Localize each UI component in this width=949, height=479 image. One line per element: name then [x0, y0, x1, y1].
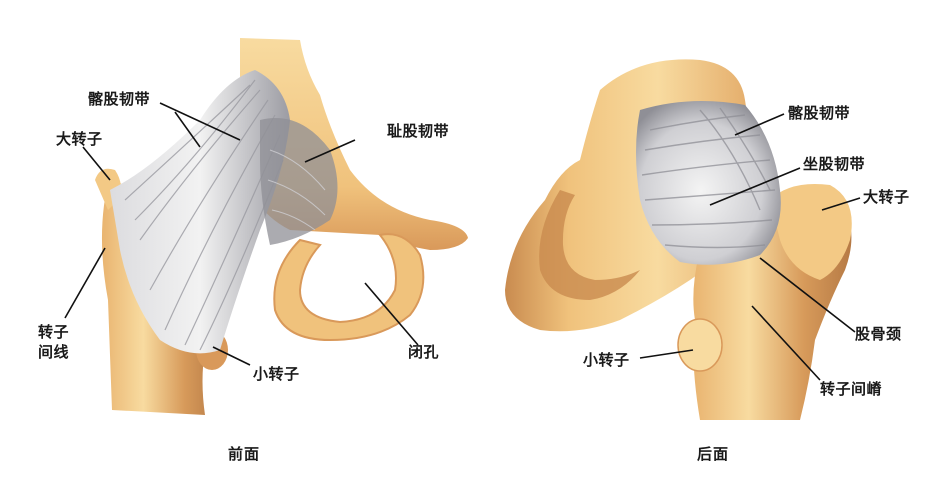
- label-lesser-trochanter-anterior: 小转子: [253, 365, 300, 383]
- anterior-view: [95, 38, 468, 415]
- label-pubofemoral-ligament: 耻股韧带: [387, 122, 450, 140]
- label-ischiofemoral-ligament: 坐股韧带: [803, 155, 866, 173]
- caption-posterior-view: 后面: [697, 445, 730, 463]
- caption-anterior-view: 前面: [228, 445, 261, 463]
- label-intertrochanteric-crest: 转子间嵴: [820, 380, 883, 398]
- pubofemoral-ligament: [260, 118, 338, 245]
- posterior-view: [505, 59, 852, 420]
- ischiofemoral-ligament: [636, 101, 781, 265]
- label-obturator-foramen: 闭孔: [408, 343, 440, 361]
- label-greater-trochanter-posterior: 大转子: [863, 188, 910, 206]
- leader-lines: [64, 102, 861, 381]
- label-lesser-trochanter-posterior: 小转子: [583, 351, 630, 369]
- obturator-ring: [273, 233, 425, 342]
- label-iliofemoral-ligament-posterior: 髂股韧带: [788, 104, 851, 122]
- label-iliofemoral-ligament-anterior: 髂股韧带: [88, 90, 151, 108]
- label-intertrochanteric-line-line1: 转子: [38, 323, 70, 341]
- label-intertrochanteric-line-line2: 间线: [38, 343, 70, 361]
- greater-trochanter-posterior: [770, 184, 852, 280]
- label-femoral-neck: 股骨颈: [855, 325, 902, 343]
- lesser-trochanter-posterior: [677, 318, 723, 372]
- label-greater-trochanter-anterior: 大转子: [56, 130, 103, 148]
- iliofemoral-ligament-anterior: [110, 70, 290, 354]
- label-intertrochanteric-line: 转子 间线: [38, 322, 69, 362]
